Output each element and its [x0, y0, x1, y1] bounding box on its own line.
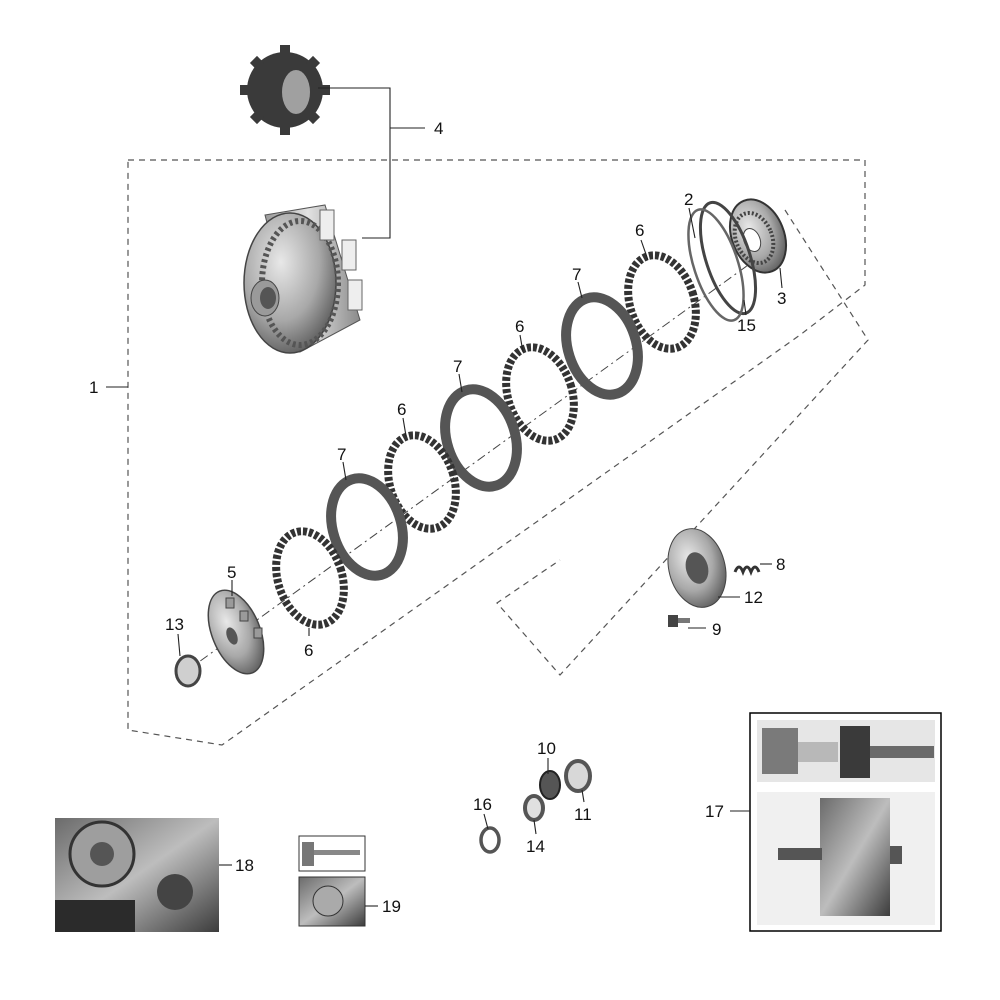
clutch-kit-outline	[127, 159, 866, 746]
callout-9: 9	[712, 620, 721, 639]
wave-washer	[687, 208, 745, 322]
spacer-washer	[479, 826, 501, 854]
callout-13: 13	[165, 615, 184, 634]
detail-photos	[298, 835, 366, 927]
lifter-plate	[667, 528, 727, 608]
engine-photo	[55, 818, 219, 932]
leader-lines	[106, 87, 783, 907]
callout-labels: 4 1 2 3 15 6 7 6 7 6 7 5 13 6 8 12 9 10 …	[89, 119, 786, 916]
pressure-plate-group-outline	[496, 209, 869, 676]
lock-washer	[523, 794, 545, 822]
callout-2: 2	[684, 190, 693, 209]
steel-plate-1	[561, 292, 643, 400]
friction-plate-1	[624, 251, 700, 353]
callout-10: 10	[537, 739, 556, 758]
assembly-axis	[184, 241, 781, 673]
steel-plate-3	[326, 473, 408, 581]
callout-7c: 7	[337, 445, 346, 464]
friction-plate-2	[502, 343, 578, 445]
callout-6a: 6	[635, 221, 644, 240]
callout-14: 14	[526, 837, 545, 856]
callout-17: 17	[705, 802, 724, 821]
friction-plate-3	[384, 431, 460, 533]
thrust-washer	[174, 654, 202, 688]
callout-7b: 7	[453, 357, 462, 376]
callout-16: 16	[473, 795, 492, 814]
callout-7a: 7	[572, 265, 581, 284]
callout-18: 18	[235, 856, 254, 875]
callout-15: 15	[737, 316, 756, 335]
callout-6c: 6	[397, 400, 406, 419]
drive-gear	[240, 45, 330, 135]
callout-11: 11	[574, 805, 592, 824]
assembled-clutch-photo	[749, 712, 942, 932]
callout-8: 8	[776, 555, 785, 574]
clutch-bolt	[668, 615, 690, 627]
clutch-hub	[729, 198, 787, 274]
callout-4: 4	[434, 119, 443, 138]
bearing	[564, 759, 592, 793]
pressure-plate	[207, 589, 265, 675]
callout-3: 3	[777, 289, 786, 308]
callout-19: 19	[382, 897, 401, 916]
callout-6b: 6	[515, 317, 524, 336]
lock-nut	[539, 770, 561, 800]
clutch-basket	[243, 204, 363, 354]
friction-plate-4	[272, 527, 348, 629]
callout-6d: 6	[304, 641, 313, 660]
callout-1: 1	[89, 378, 98, 397]
callout-12: 12	[744, 588, 763, 607]
steel-plate-2	[440, 384, 522, 492]
callout-5: 5	[227, 563, 236, 582]
clutch-spring	[733, 565, 761, 577]
